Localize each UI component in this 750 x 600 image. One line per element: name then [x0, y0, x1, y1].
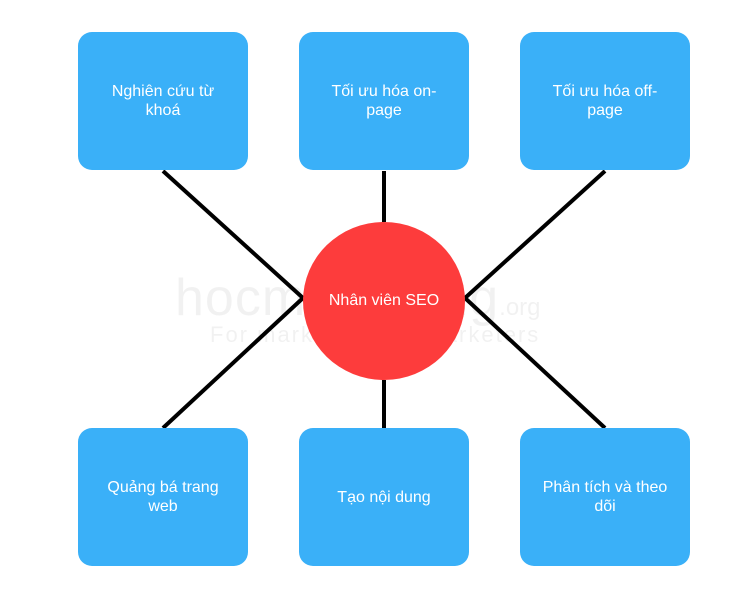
node-label: Tạo nội dung — [337, 488, 431, 506]
node-on-page-optimization: Tối ưu hóa on-page — [299, 32, 469, 170]
node-analytics-tracking: Phân tích và theo dõi — [520, 428, 690, 566]
connector-line — [463, 296, 607, 430]
node-website-promotion: Quảng bá trang web — [78, 428, 248, 566]
node-label: Phân tích và theo dõi — [542, 479, 668, 515]
node-label: Quảng bá trang web — [107, 479, 219, 515]
center-node: Nhân viên SEO — [303, 222, 465, 380]
connector-line — [161, 169, 305, 300]
center-label: Nhân viên SEO — [328, 292, 440, 309]
node-keyword-research: Nghiên cứu từ khoá — [78, 32, 248, 170]
node-label: Nghiên cứu từ khoá — [111, 83, 215, 119]
node-off-page-optimization: Tối ưu hóa off-page — [520, 32, 690, 170]
node-content-creation: Tạo nội dung — [299, 428, 469, 566]
node-label: Tối ưu hóa off-page — [552, 83, 658, 119]
node-label: Tối ưu hóa on-page — [331, 83, 437, 119]
connector-line — [161, 296, 305, 430]
connector-line — [463, 169, 607, 300]
